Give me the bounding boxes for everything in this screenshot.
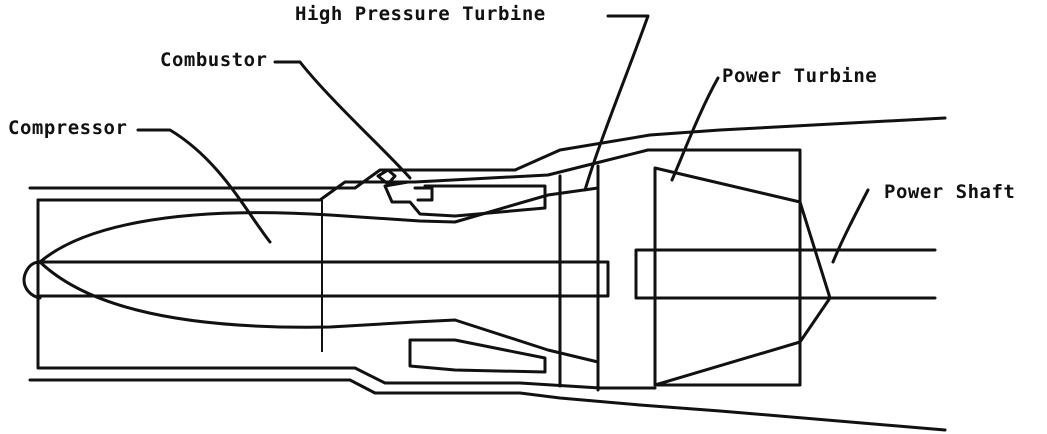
label-power-turbine: Power Turbine [722,65,878,87]
label-power-shaft: Power Shaft [884,181,1016,203]
compressor-leader [136,128,272,244]
label-high-pressure-turbine: High Pressure Turbine [295,3,546,25]
label-combustor: Combustor [160,49,268,71]
high-pressure-turbine-leader [583,14,650,192]
outer-casing [28,116,947,432]
label-compressor: Compressor [8,117,128,139]
leader-lines [136,14,870,264]
inner-casing [36,148,802,390]
compressor-spool [22,186,600,364]
power-turbine [653,166,832,387]
high-pressure-turbine-stage [558,164,600,392]
power-turbine-leader [670,76,720,182]
combustor [376,168,547,374]
combustor-leader [273,60,412,180]
power-shaft [634,248,937,300]
power-shaft-leader [831,188,870,264]
central-shaft [38,260,610,298]
